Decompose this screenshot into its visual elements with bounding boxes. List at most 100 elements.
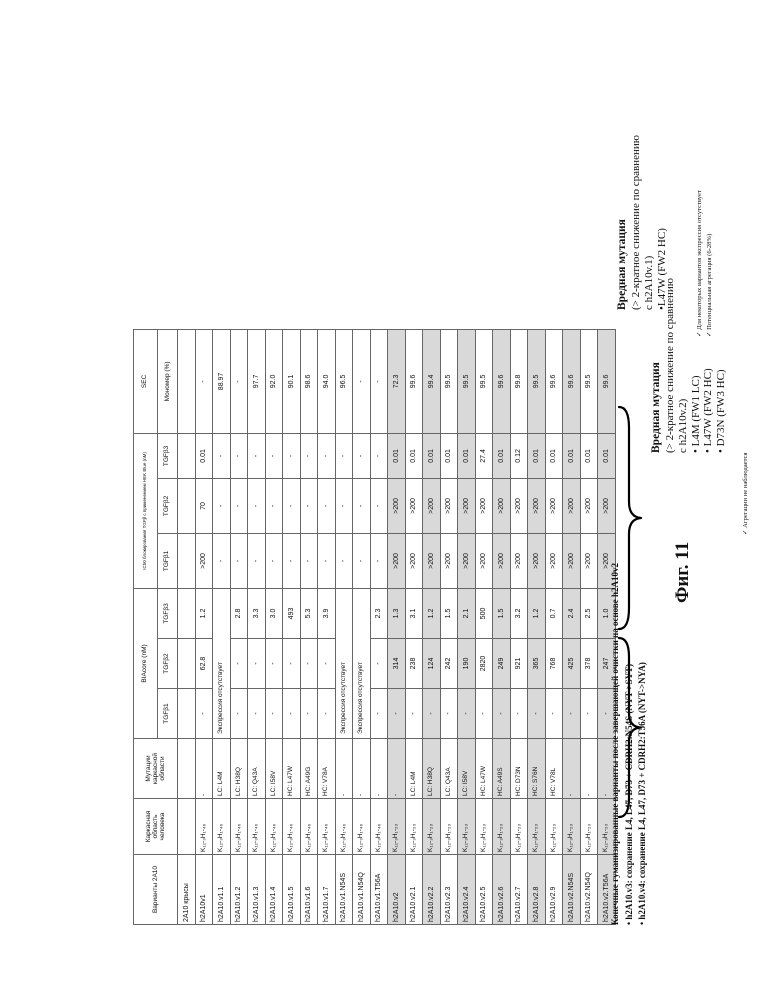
annotation-v2-title: Вредная мутация	[650, 153, 664, 453]
header-monomer: Мономер (%)	[158, 329, 178, 433]
table-cell-i1: -	[213, 533, 231, 588]
table-cell-mut: -	[370, 739, 388, 799]
table-cell-sec: 99.6	[545, 329, 563, 433]
table-cell-b2: -	[300, 639, 318, 689]
table-cell-i1: >200	[528, 533, 546, 588]
table-cell-fr: K₁₂-₃H₁-₂₃	[388, 799, 406, 855]
table-cell-b3: 493	[283, 588, 301, 638]
table-row: h2A10.v1.N54QK₁₂-₃H₁-₄₆-Экспрессия отсут…	[353, 329, 371, 924]
table-cell-i2	[178, 478, 196, 533]
caption-main: Конечные гуманизированные варианты после…	[609, 25, 623, 925]
table-cell-fr: K₁₂-₃H₁-₄₆	[230, 799, 248, 855]
table-cell-sec: 94.0	[318, 329, 336, 433]
table-cell-i3: 0.01	[528, 433, 546, 478]
table-cell-b1: -	[580, 689, 598, 739]
table-cell-b3: 3.1	[405, 588, 423, 638]
table-cell-b1: -	[458, 689, 476, 739]
table-cell-i1: -	[265, 533, 283, 588]
table-cell-name: h2A10.v1.7	[318, 855, 336, 925]
table-cell-i1: >200	[563, 533, 581, 588]
table-cell-mut	[178, 739, 196, 799]
table-cell-i2: -	[248, 478, 266, 533]
table-cell-b3: 3.2	[510, 588, 528, 638]
caption-v4: • h2A10.v4: сохранение L4, L47, D73 + CD…	[636, 25, 650, 925]
table-cell-i3: 0.01	[440, 433, 458, 478]
table-cell-name: h2A10.v2.3	[440, 855, 458, 925]
table-row: h2A10.v1.1K₁₂-₃H₁-₄₆LC: L4MЭкспрессия от…	[213, 329, 231, 924]
table-cell-b3: 0.7	[545, 588, 563, 638]
table-cell-i1: >200	[388, 533, 406, 588]
table-cell-i3: -	[370, 433, 388, 478]
table-cell-b2: 768	[545, 639, 563, 689]
table-cell-b3: 500	[475, 588, 493, 638]
table-cell-b1: -	[248, 689, 266, 739]
table-cell-i3: 0.01	[458, 433, 476, 478]
table-cell-name: h2A10.v1.N54S	[335, 855, 353, 925]
table-cell-i1: >200	[195, 533, 213, 588]
table-cell-b2: -	[265, 639, 283, 689]
annotation-v2-bullet: • D73N (FW3 HC)	[715, 153, 728, 453]
table-cell-mut: HC: D73N	[510, 739, 528, 799]
table-row: h2A10.v1.N54SK₁₂-₃H₁-₄₆-Экспрессия отсут…	[335, 329, 353, 924]
table-cell-i1: >200	[545, 533, 563, 588]
table-cell-b2: 124	[423, 639, 441, 689]
table-cell-i1: >200	[493, 533, 511, 588]
table-cell-i1: -	[370, 533, 388, 588]
table-row: h2A10.v2.3K₁₂-₃H₁-₂₃LC: Q43A-2421.5>200>…	[440, 329, 458, 924]
table-cell-b1: -	[388, 689, 406, 739]
table-cell-i2: 70	[195, 478, 213, 533]
caption-v3: • h2A10.v3: сохранение L4, L47, D73 + CD…	[623, 25, 637, 925]
table-cell-i2: >200	[458, 478, 476, 533]
table-cell-b1: -	[195, 689, 213, 739]
table-cell-name: h2A10.v2.5	[475, 855, 493, 925]
table-cell-name: h2A10.v1.6	[300, 855, 318, 925]
table-row: h2A10.v1.4K₁₂-₃H₁-₄₆LC: I58V--3.0---92.0	[265, 329, 283, 924]
header-framework: Каркасная область человека	[134, 799, 178, 855]
table-cell-sec: 99.6	[563, 329, 581, 433]
table-cell-name: h2A10.v1.5	[283, 855, 301, 925]
table-cell-i3: -	[335, 433, 353, 478]
table-cell-fr: K₁₂-₃H₁-₂₃	[423, 799, 441, 855]
header-biacore: BIAcore (nM)	[134, 588, 158, 738]
table-row: h2A10.v2.9K₁₂-₃H₁-₂₃HC: V78L-7680.7>200>…	[545, 329, 563, 924]
table-cell-b3: 3.9	[318, 588, 336, 638]
table-cell-name: h2A10.v1.T56A	[370, 855, 388, 925]
table-cell-sec: 98.6	[300, 329, 318, 433]
table-row: h2A10.v2.4K₁₂-₃H₁-₂₃LC: I58V-1902.1>200>…	[458, 329, 476, 924]
table-cell-name: h2A10.v1.4	[265, 855, 283, 925]
table-cell-fr: K₁₂-₃H₁-₂₃	[545, 799, 563, 855]
table-cell-i2: >200	[475, 478, 493, 533]
table-cell-i1	[178, 533, 196, 588]
no-expression-cell: Экспрессия отсутствует	[335, 588, 353, 738]
table-cell-b2: 425	[563, 639, 581, 689]
table-cell-fr: K₁₂-₃H₁-₄₆	[283, 799, 301, 855]
table-cell-mut: HC: S76N	[528, 739, 546, 799]
table-cell-sec: 96.5	[335, 329, 353, 433]
table-cell-b1: -	[283, 689, 301, 739]
table-cell-i1: -	[318, 533, 336, 588]
table-cell-i1: >200	[423, 533, 441, 588]
table-cell-b1: -	[423, 689, 441, 739]
table-cell-sec: 99.6	[405, 329, 423, 433]
table-row: h2A10.v2K₁₂-₃H₁-₂₃--3141.3>200>2000.0172…	[388, 329, 406, 924]
table-cell-i2: >200	[528, 478, 546, 533]
table-cell-i3: 0.01	[563, 433, 581, 478]
table-cell-mut: LC: Q43A	[248, 739, 266, 799]
table-cell-i1: >200	[510, 533, 528, 588]
table-cell-i2: >200	[545, 478, 563, 533]
table-row: h2A10.v1.6K₁₂-₃H₁-₄₆HC: A49G--5.3---98.6	[300, 329, 318, 924]
table-cell-b1	[178, 689, 196, 739]
table-cell-b3: 2.1	[458, 588, 476, 638]
table-cell-sec: 90.1	[283, 329, 301, 433]
annotation-v2-bullet: • L4M (FW1 LC)	[690, 153, 703, 453]
check-item: ✓ Агрегации не наблюдается	[741, 215, 751, 535]
table-cell-sec	[178, 329, 196, 433]
table-cell-i3: 27.4	[475, 433, 493, 478]
table-cell-b1: -	[405, 689, 423, 739]
annotation-v2-line: (> 2-кратное снижение по сравнению	[664, 153, 677, 453]
table-cell-i2: >200	[440, 478, 458, 533]
table-cell-b3: 3.0	[265, 588, 283, 638]
table-cell-fr: K₁₂-₃H₁-₄₆	[300, 799, 318, 855]
table-cell-i3: -	[265, 433, 283, 478]
